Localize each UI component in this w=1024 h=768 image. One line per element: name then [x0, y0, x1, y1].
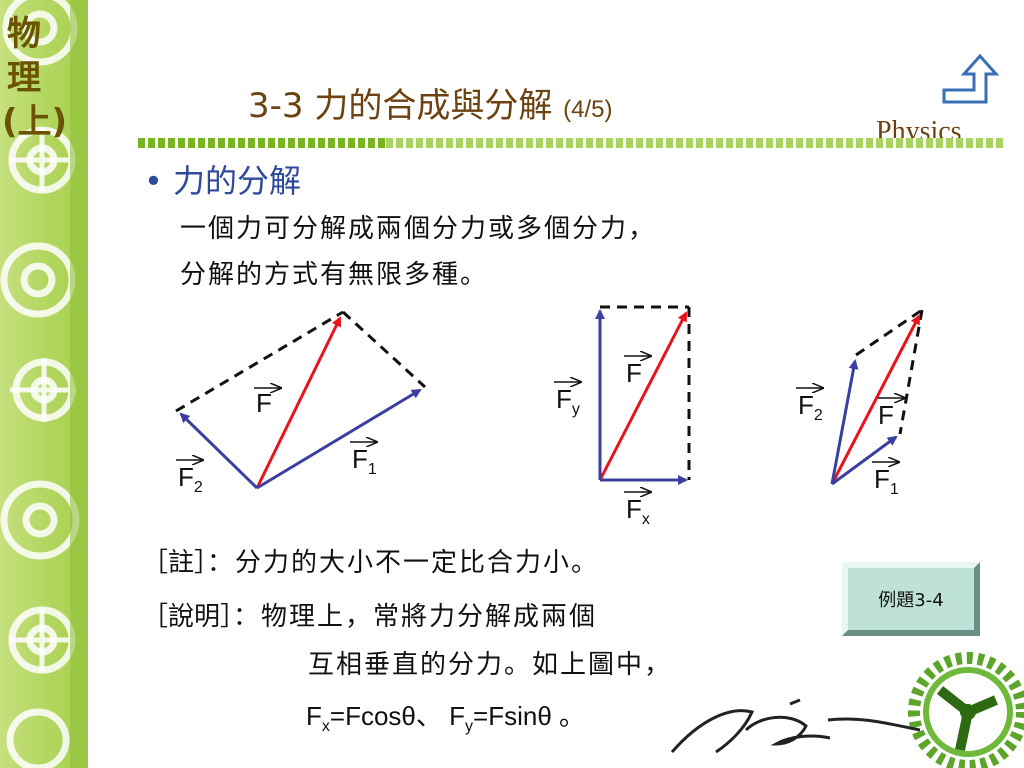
bullet-icon: • [144, 162, 163, 200]
label-d2-Fx: Fx [626, 494, 650, 529]
note-text: ：分力的大小不一定比合力小。 [207, 548, 600, 578]
formula-fx-sub: x [321, 718, 330, 736]
formula-fy-sub: y [465, 718, 474, 736]
label-d2-Fy-text: F [556, 384, 572, 414]
label-d1-F1-text: F [352, 444, 368, 474]
dashed-edge [898, 309, 924, 435]
label-d3-F2: F2 [798, 390, 823, 425]
formula-fy: F [449, 701, 466, 731]
force-F2-arrow [179, 412, 259, 490]
label-d3-F2-sub: 2 [813, 407, 823, 425]
label-d1-F-text: F [256, 388, 272, 418]
force-F-arrow [598, 311, 688, 481]
section-heading-text: 力的分解 [173, 162, 302, 200]
label-d1-F: F [256, 388, 272, 419]
label-d2-Fy-sub: y [571, 401, 580, 419]
label-d1-F1-sub: 1 [367, 461, 377, 479]
formula-line: Fx=Fcosθ、 Fy=Fsinθ 。 [306, 696, 585, 736]
label-d2-F: F [626, 358, 642, 389]
label-d1-F2: F2 [178, 462, 203, 497]
force-F1-arrow [831, 435, 898, 486]
diagram-1 [175, 310, 427, 490]
label-d2-Fx-text: F [626, 494, 642, 524]
sidebar: 物理(上) [0, 0, 88, 768]
section-heading: • 力的分解 [144, 156, 301, 202]
force-F2-arrow [830, 359, 859, 485]
diagram-2 [554, 305, 691, 492]
label-d3-F-text: F [878, 400, 894, 430]
force-F-arrow [830, 314, 921, 485]
dashed-edge [855, 308, 923, 357]
label-d3-F1: F1 [874, 464, 899, 499]
label-d1-F2-text: F [178, 462, 194, 492]
label-d2-Fx-sub: x [641, 511, 650, 529]
note-line: ［註］：分力的大小不一定比合力小。 [142, 542, 599, 579]
label-d1-F1: F1 [352, 444, 377, 479]
explain-text-1: ：物理上，常將力分解成兩個 [233, 602, 598, 632]
slide-title: 3-3 力的合成與分解 (4/5) [248, 78, 613, 127]
return-arrow-icon[interactable] [940, 52, 1004, 110]
description-line-1: 一個力可分解成兩個分力或多個分力， [180, 214, 657, 244]
label-d1-F2-sub: 2 [193, 479, 203, 497]
signature-icon [670, 698, 921, 754]
formula-fy-rhs: =Fsinθ 。 [473, 701, 586, 731]
label-d2-F-text: F [626, 358, 642, 388]
slide-title-main: 3-3 力的合成與分解 [248, 86, 553, 126]
label-d3-F1-text: F [874, 464, 890, 494]
note-label: ［註］ [142, 548, 208, 578]
label-d2-Fy: Fy [556, 384, 580, 419]
formula-fx-rhs: =Fcosθ、 [329, 701, 442, 731]
example-button[interactable]: 例題3-4 [842, 562, 980, 636]
explain-line-1: ［說明］：物理上，常將力分解成兩個 [142, 596, 597, 633]
dashed-edge [341, 310, 427, 389]
label-d3-F: F [878, 400, 894, 431]
sidebar-title: 物理(上) [2, 14, 68, 142]
example-button-label: 例題3-4 [878, 590, 944, 611]
gear-pattern-icon [0, 0, 88, 768]
label-d3-F2-text: F [798, 390, 814, 420]
divider-light [386, 138, 1004, 148]
diagram-3 [796, 308, 924, 486]
label-d3-F1-sub: 1 [889, 481, 899, 499]
force-F-arrow [255, 316, 342, 489]
explain-label: ［說明］ [142, 602, 234, 632]
description-line-2: 分解的方式有無限多種。 [180, 260, 489, 290]
slide-title-sub: (4/5) [563, 96, 613, 123]
explain-line-2: 互相垂直的分力。如上圖中， [308, 650, 673, 680]
gear-logo-icon [908, 652, 1024, 768]
force-F1-arrow [256, 388, 422, 490]
formula-fx: F [306, 701, 322, 731]
dashed-edge [175, 310, 344, 413]
